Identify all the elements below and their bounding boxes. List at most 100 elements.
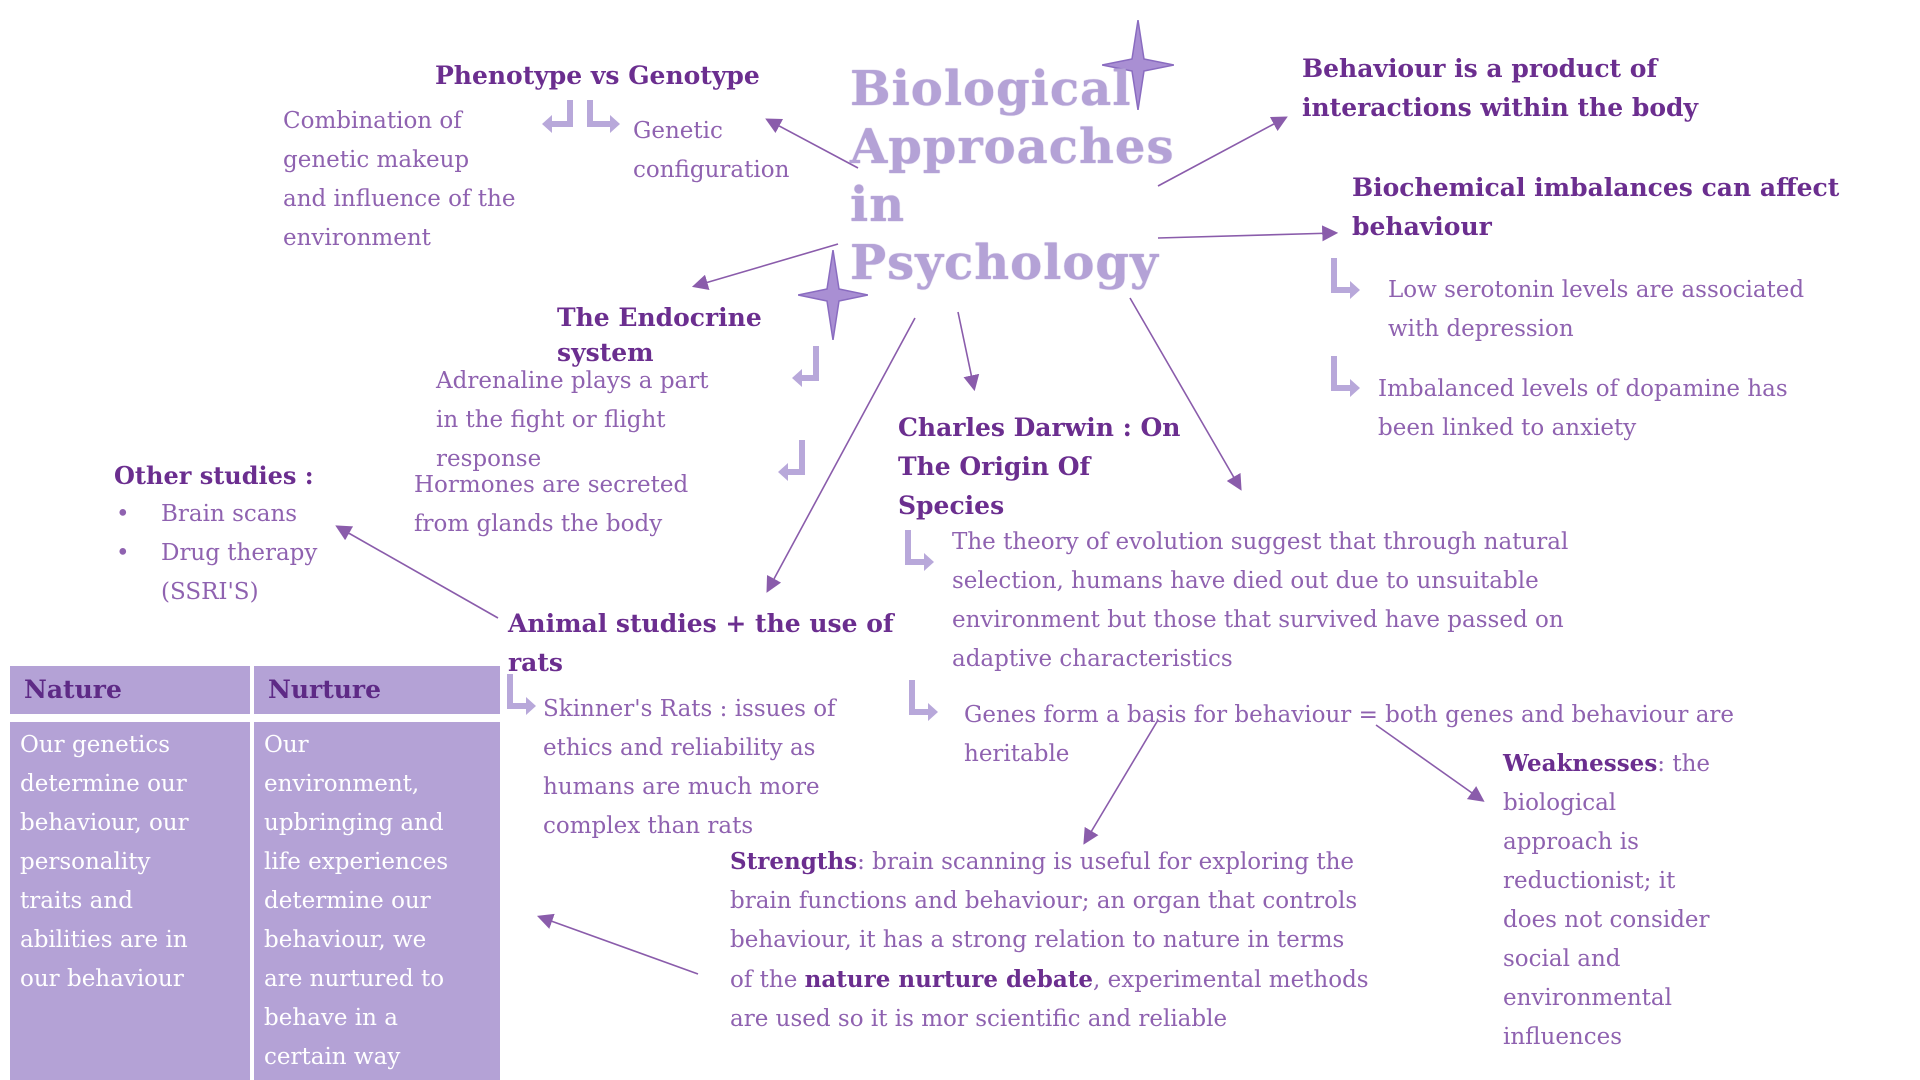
text-line: of the nature nurture debate, experiment… bbox=[730, 960, 1369, 1000]
adrenaline-point: Adrenaline plays a part in the fight or … bbox=[436, 362, 709, 479]
sparkle-star-icon bbox=[798, 250, 868, 340]
text-line: genetic makeup bbox=[283, 147, 470, 173]
text-line: with depression bbox=[1388, 316, 1574, 342]
other-studies-heading: Other studies : bbox=[114, 461, 314, 490]
text-line: heritable bbox=[964, 741, 1070, 767]
hormones-point: Hormones are secreted from glands the bo… bbox=[414, 466, 688, 544]
text-line: behaviour, we bbox=[264, 927, 427, 953]
list-item: Drug therapy (SSRI'S) bbox=[116, 534, 317, 612]
branch-arrow-icon bbox=[905, 530, 934, 571]
text-line: environment but those that survived have… bbox=[952, 607, 1564, 633]
arrow-to-table bbox=[536, 913, 699, 975]
text-line: behaviour bbox=[1352, 212, 1492, 241]
text-line: Adrenaline plays a part bbox=[436, 368, 709, 394]
nurture-header: Nurture bbox=[254, 666, 500, 714]
text-line: interactions within the body bbox=[1302, 93, 1699, 122]
text-line: Our bbox=[264, 732, 309, 758]
return-arrow-icon bbox=[792, 346, 819, 387]
nature-nurture-table: Nature Nurture Our genetics determine ou… bbox=[10, 666, 500, 1080]
title-line: Approaches bbox=[850, 119, 1175, 175]
text-line: behaviour, our bbox=[20, 810, 189, 836]
text-line: are used so it is mor scientific and rel… bbox=[730, 1006, 1228, 1032]
nature-header: Nature bbox=[10, 666, 250, 714]
branch-arrow-icon bbox=[909, 680, 938, 721]
text-line: Our genetics bbox=[20, 732, 171, 758]
text-line: Behaviour is a product of bbox=[1302, 54, 1658, 83]
title-line: in bbox=[850, 177, 906, 233]
biochemical-heading: Biochemical imbalances can affect behavi… bbox=[1352, 168, 1839, 246]
text-line: determine our bbox=[20, 771, 187, 797]
text-line: The theory of evolution suggest that thr… bbox=[952, 529, 1569, 555]
branch-arrow-icon bbox=[1331, 258, 1360, 299]
text-line: Species bbox=[898, 491, 1005, 520]
text-span: : the bbox=[1657, 751, 1710, 777]
text-line: our behaviour bbox=[20, 966, 184, 992]
text-line: biological bbox=[1503, 790, 1617, 816]
text-line: humans are much more bbox=[543, 774, 820, 800]
phenotype-definition: Combination of genetic makeup and influe… bbox=[283, 102, 515, 258]
text-line: traits and bbox=[20, 888, 133, 914]
other-studies: Other studies : Brain scans Drug therapy… bbox=[114, 456, 317, 612]
text-line: environment, bbox=[264, 771, 420, 797]
text-line: Weaknesses: the bbox=[1503, 744, 1710, 784]
text-line: Genetic bbox=[633, 118, 723, 144]
text-line: behaviour, it has a strong relation to n… bbox=[730, 927, 1345, 953]
text-line: The Endocrine bbox=[557, 303, 762, 332]
strengths-block: Strengths: brain scanning is useful for … bbox=[730, 842, 1369, 1039]
text-line: environmental bbox=[1503, 985, 1672, 1011]
text-line: in the fight or flight bbox=[436, 407, 666, 433]
text-line: Hormones are secreted bbox=[414, 472, 689, 498]
return-arrow-icon bbox=[778, 440, 805, 481]
text-span: : brain scanning is useful for exploring… bbox=[857, 849, 1355, 875]
sparkle-star-icon bbox=[1102, 20, 1174, 110]
text-line: rats bbox=[508, 648, 563, 677]
phenotype-heading: Phenotype vs Genotype bbox=[435, 61, 760, 90]
text-line: determine our bbox=[264, 888, 431, 914]
arrow-to-darwin bbox=[957, 311, 980, 392]
other-studies-list: Brain scans Drug therapy (SSRI'S) bbox=[116, 495, 317, 612]
text-line: selection, humans have died out due to u… bbox=[952, 568, 1539, 594]
text-line: adaptive characteristics bbox=[952, 646, 1233, 672]
double-return-arrow-icon bbox=[542, 100, 620, 133]
branch-arrow-icon bbox=[507, 674, 536, 715]
text-line: been linked to anxiety bbox=[1378, 415, 1637, 441]
serotonin-point: Low serotonin levels are associated with… bbox=[1388, 271, 1804, 349]
text-line: approach is bbox=[1503, 829, 1639, 855]
text-line: life experiences bbox=[264, 849, 449, 875]
text-line: personality bbox=[20, 849, 151, 875]
text-span: , experimental methods bbox=[1093, 967, 1369, 993]
text-line: social and bbox=[1503, 946, 1621, 972]
text-line: abilities are in bbox=[20, 927, 188, 953]
strengths-label: Strengths bbox=[730, 848, 858, 875]
branch-arrow-icon bbox=[1331, 356, 1360, 397]
text-line: certain way bbox=[264, 1044, 401, 1070]
animal-studies-heading: Animal studies + the use of rats bbox=[508, 604, 894, 682]
text-line: behave in a bbox=[264, 1005, 398, 1031]
behaviour-product-heading: Behaviour is a product of interactions w… bbox=[1302, 49, 1698, 127]
weaknesses-block: Weaknesses: the biological approach is r… bbox=[1503, 744, 1710, 1057]
dopamine-point: Imbalanced levels of dopamine has been l… bbox=[1378, 370, 1788, 448]
text-line: environment bbox=[283, 225, 431, 251]
text-line: complex than rats bbox=[543, 813, 754, 839]
text-line: brain functions and behaviour; an organ … bbox=[730, 888, 1358, 914]
text-line: system bbox=[557, 338, 654, 367]
endocrine-heading: The Endocrine system bbox=[557, 298, 762, 372]
page-title: Biological Approaches in Psychology bbox=[850, 60, 1174, 292]
text-line: Biochemical imbalances can affect bbox=[1352, 173, 1840, 202]
text-line: Skinner's Rats : issues of bbox=[543, 696, 836, 722]
text-span: of the bbox=[730, 967, 805, 993]
text-line: Low serotonin levels are associated bbox=[1388, 277, 1805, 303]
list-item: Brain scans bbox=[116, 495, 317, 534]
darwin-heading: Charles Darwin : On The Origin Of Specie… bbox=[898, 408, 1180, 525]
text-line: response bbox=[436, 446, 542, 472]
list-item-label: (SSRI'S) bbox=[161, 579, 259, 605]
arrow-to-behaviour-product bbox=[1157, 116, 1288, 187]
text-line: ethics and reliability as bbox=[543, 735, 816, 761]
text-line: Combination of bbox=[283, 108, 462, 134]
title-line: Psychology bbox=[850, 235, 1159, 291]
genes-point: Genes form a basis for behaviour = both … bbox=[964, 696, 1734, 774]
text-line: Imbalanced levels of dopamine has bbox=[1378, 376, 1788, 402]
nurture-cell: Our environment, upbringing and life exp… bbox=[254, 722, 500, 1080]
text-line: Strengths: brain scanning is useful for … bbox=[730, 842, 1369, 882]
text-line: Animal studies + the use of bbox=[508, 609, 894, 638]
